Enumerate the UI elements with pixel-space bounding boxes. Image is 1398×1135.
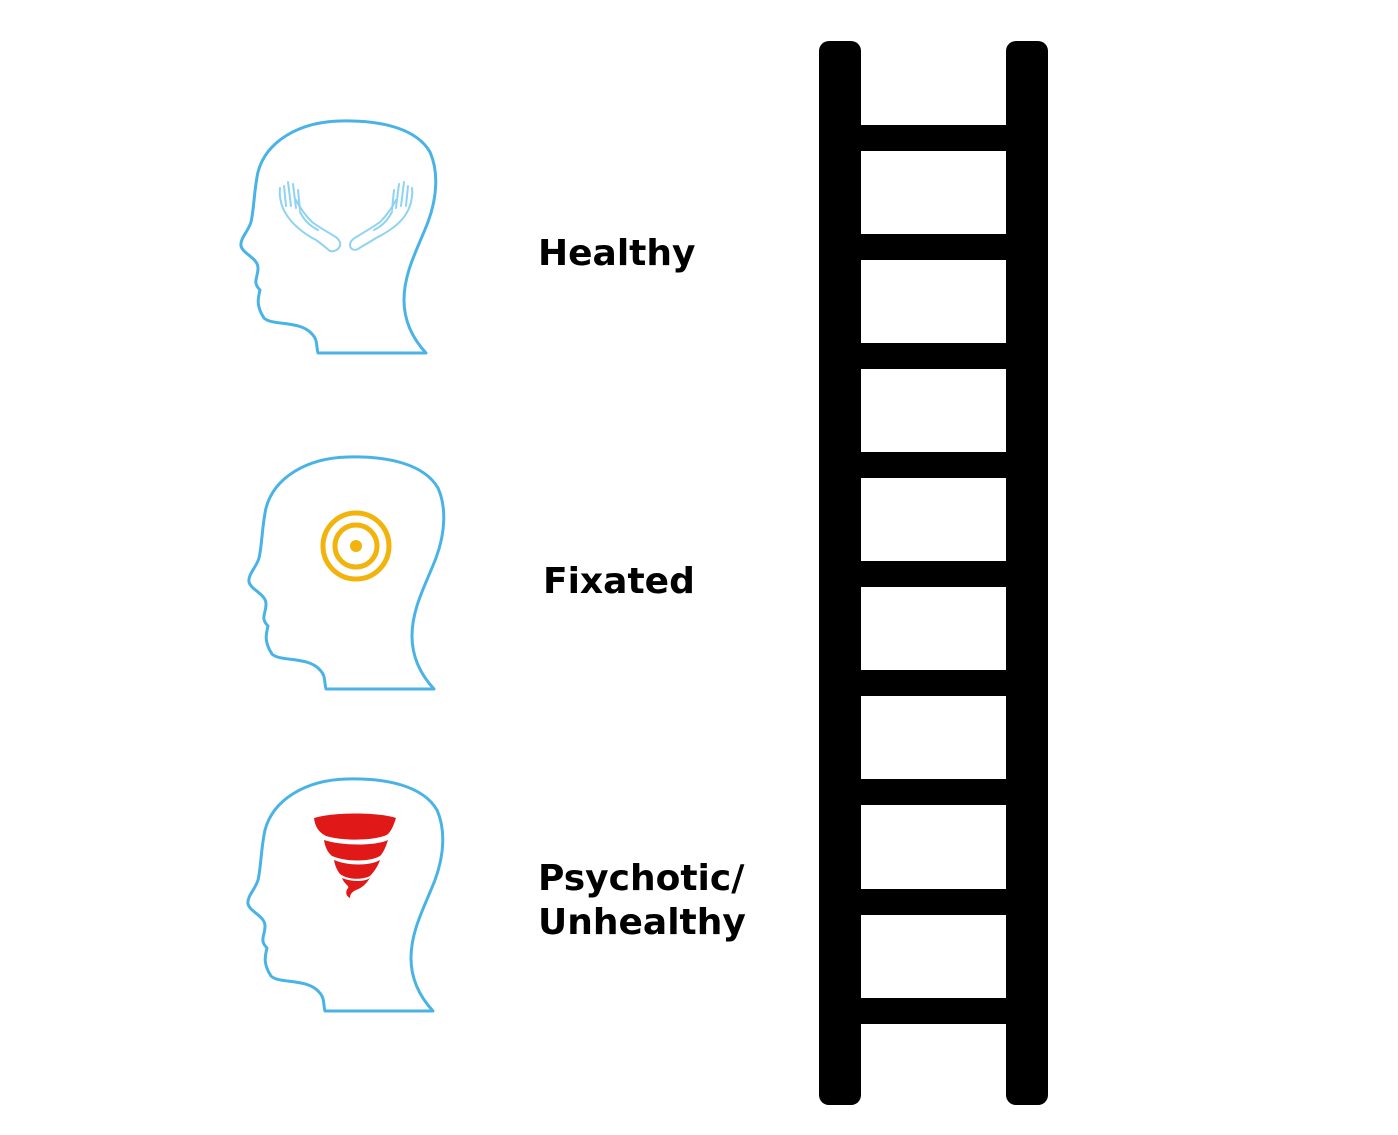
ladder-rung (855, 889, 1012, 915)
label-fixated: Fixated (543, 561, 695, 602)
label-healthy: Healthy (538, 233, 696, 274)
head-outline-fixated (247, 455, 446, 691)
tornado-icon (314, 813, 396, 898)
label-psychotic-line2: Unhealthy (538, 902, 746, 943)
ladder-rung (855, 452, 1012, 478)
label-psychotic-unhealthy: Psychotic/ Unhealthy (538, 857, 746, 945)
open-hands-icon (278, 181, 414, 253)
ladder-rung (855, 998, 1012, 1024)
ladder-rung (855, 343, 1012, 369)
ladder-rung (855, 779, 1012, 805)
head-fixated (247, 455, 446, 691)
ladder-rung (855, 670, 1012, 696)
head-healthy (239, 119, 438, 355)
head-outline-psychotic (246, 777, 445, 1013)
label-psychotic-line1: Psychotic/ (538, 858, 745, 899)
ladder-rung (855, 234, 1012, 260)
ladder-right-rail (1006, 41, 1048, 1105)
target-icon (320, 510, 392, 582)
ladder-rung (855, 125, 1012, 151)
ladder (819, 41, 1048, 1105)
head-outline-healthy (239, 119, 438, 355)
ladder-left-rail (819, 41, 861, 1105)
ladder-rung (855, 561, 1012, 587)
head-psychotic (246, 777, 445, 1013)
